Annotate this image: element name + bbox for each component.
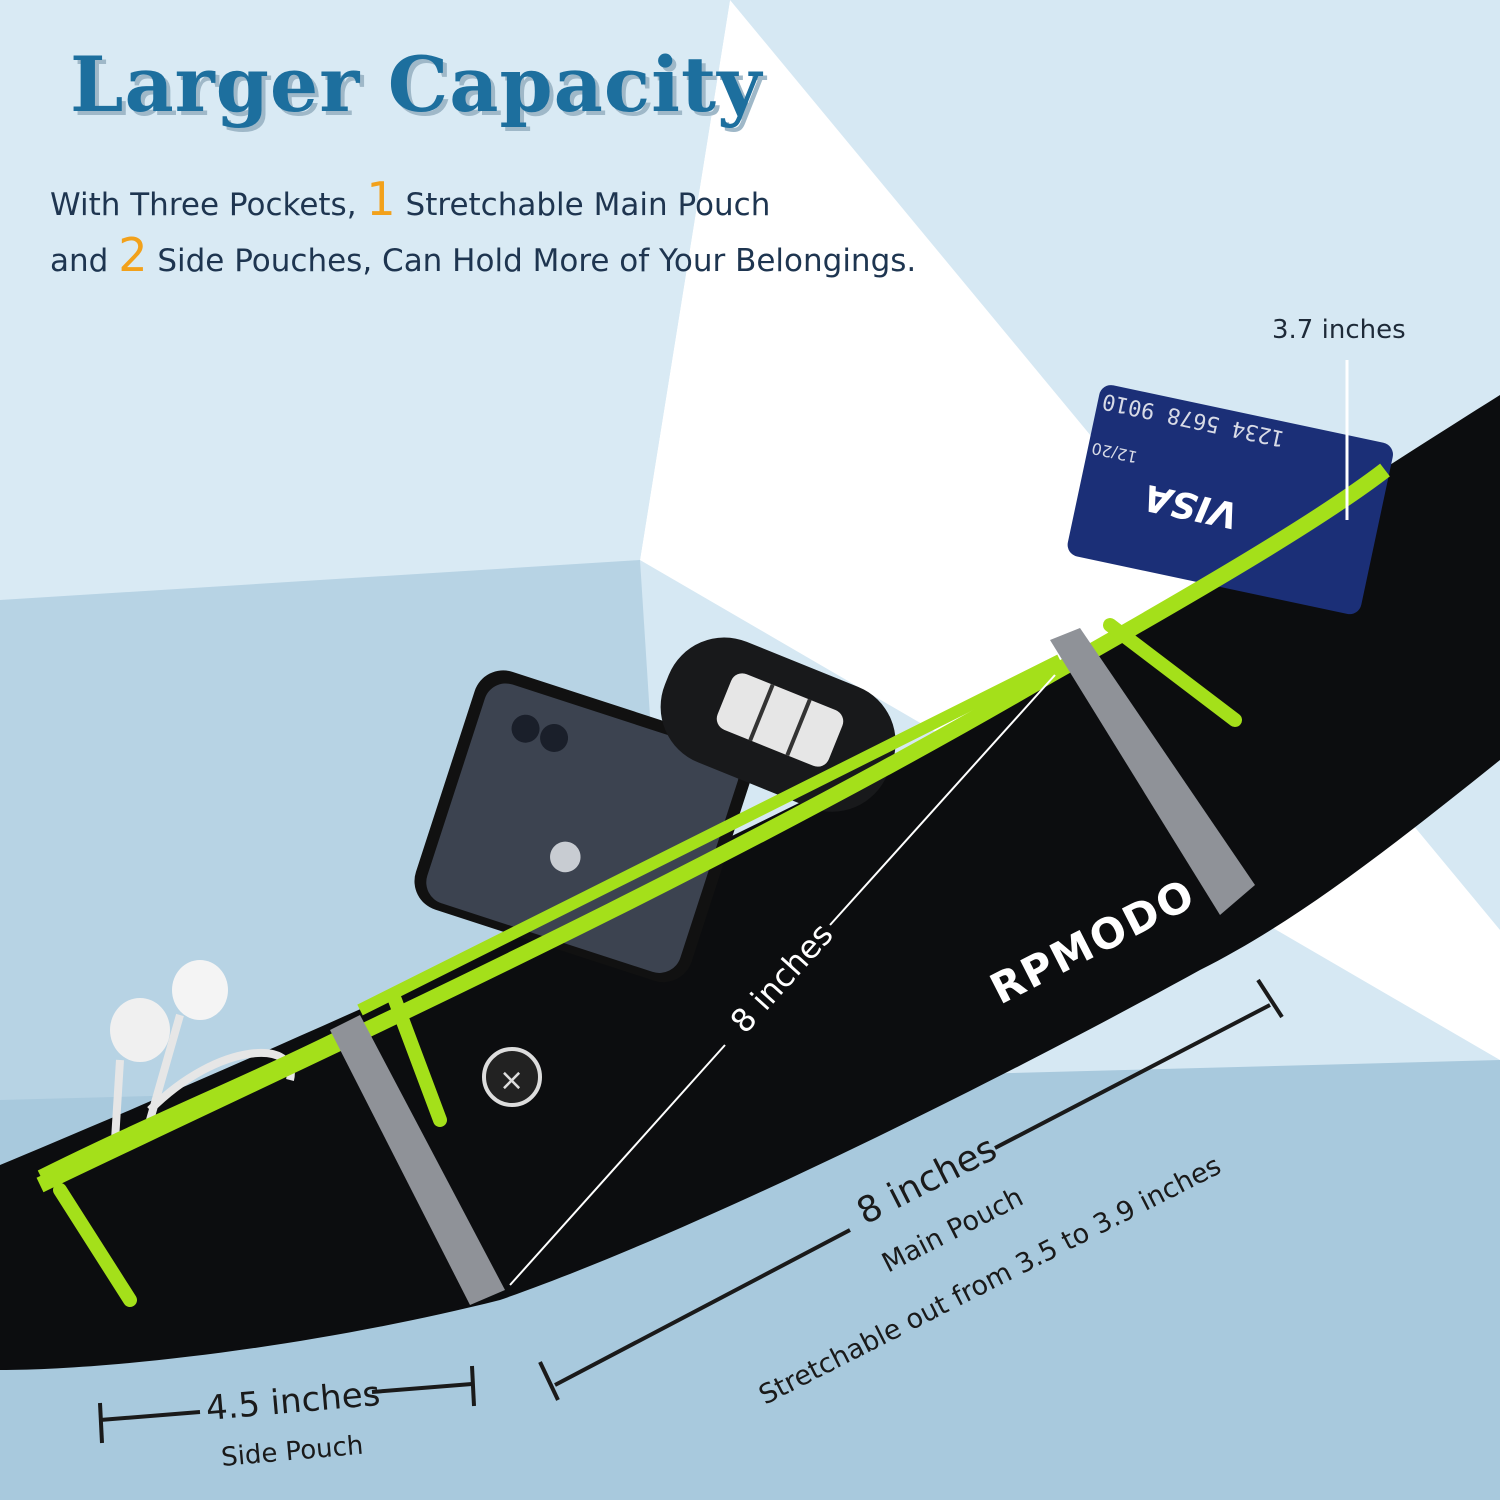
side-zipper [37, 1025, 353, 1180]
diagonal-line-lower [509, 1044, 726, 1286]
zipper-pull-right[interactable] [1103, 618, 1242, 727]
middle-zipper [357, 654, 1063, 1016]
side-width-line-left [99, 1410, 201, 1422]
page-title: Larger Capacity [70, 40, 763, 129]
subtitle-text: and [50, 243, 119, 279]
bg-left-panel [0, 0, 730, 600]
diagonal-line-upper [829, 674, 1056, 926]
highlight-number: 2 [118, 228, 148, 282]
phone: ● [414, 670, 752, 983]
reflective-strip-right [1050, 628, 1255, 915]
subtitle-text: With Three Pockets, [50, 187, 367, 223]
reflective-strip-left [330, 1015, 505, 1305]
cross-icon: × [499, 1063, 524, 1098]
subtitle-text: Side Pouches, Can Hold More of Your Belo… [147, 243, 917, 279]
main-zipper [36, 463, 1390, 1193]
side-width-line-right [371, 1382, 473, 1394]
main-width-line-right [994, 1003, 1271, 1150]
zipper-pull-left[interactable] [53, 1183, 137, 1307]
main-width-line-left [554, 1228, 851, 1387]
headphone-port-icon [482, 1047, 542, 1107]
highlight-number: 1 [366, 172, 396, 226]
subtitle-text: Stretchable Main Pouch [395, 187, 771, 223]
zipper-pull-middle[interactable] [388, 993, 447, 1127]
subtitle-line-1: With Three Pockets, 1 Stretchable Main P… [50, 172, 770, 226]
subtitle-line-2: and 2 Side Pouches, Can Hold More of You… [50, 228, 916, 282]
earphones [110, 960, 295, 1141]
height-label: 3.7 inches [1272, 315, 1406, 345]
